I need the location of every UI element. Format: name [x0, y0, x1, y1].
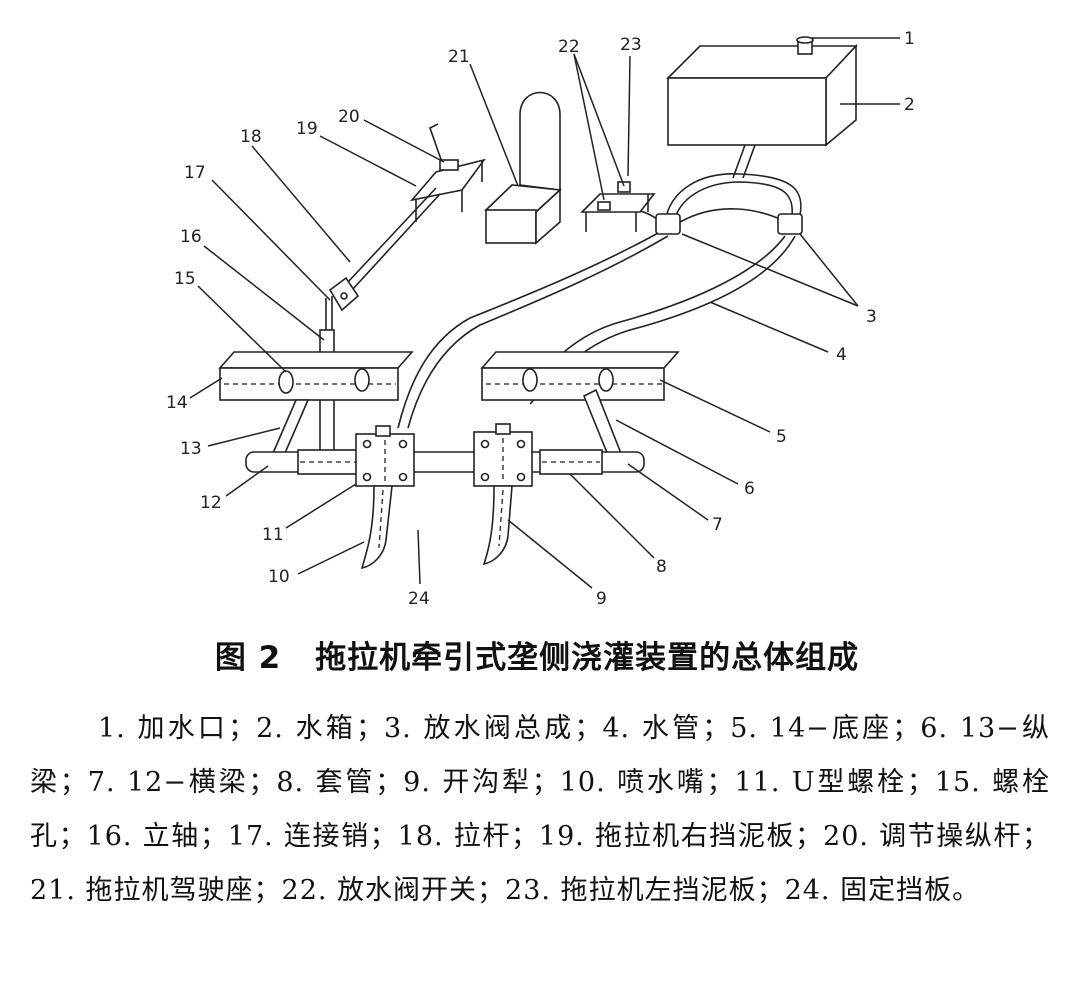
- parts-legend: 1. 加水口；2. 水箱；3. 放水阀总成；4. 水管；5. 14−底座；6. …: [30, 713, 1050, 906]
- valve-assembly: [655, 213, 803, 235]
- figure-caption: 图 2 拖拉机牵引式垄侧浇灌装置的总体组成: [0, 632, 1074, 677]
- base-right: [480, 351, 680, 401]
- label-7: 7: [712, 515, 723, 535]
- label-3: 3: [866, 307, 877, 327]
- water-inlet: [796, 36, 814, 55]
- fixing-plate: [355, 423, 533, 487]
- tractor-seat: [484, 91, 562, 245]
- part-labels: 1 2 3 4 5 6 7 8 9 10 11 12 13 14 15 16 1…: [166, 29, 915, 609]
- figure-title: 拖拉机牵引式垄侧浇灌装置的总体组成: [315, 640, 860, 676]
- label-21: 21: [448, 47, 470, 67]
- leader-lines: [189, 37, 900, 589]
- pull-rod: [347, 187, 441, 291]
- label-12: 12: [200, 493, 222, 513]
- furrow-plough: [360, 485, 513, 570]
- label-4: 4: [836, 345, 847, 365]
- label-10: 10: [268, 567, 290, 587]
- cross-beam: [245, 449, 645, 475]
- connecting-pin: [325, 276, 360, 330]
- label-19: 19: [296, 119, 318, 139]
- label-17: 17: [184, 163, 206, 183]
- label-13: 13: [180, 439, 202, 459]
- label-16: 16: [180, 227, 202, 247]
- label-2: 2: [904, 95, 915, 115]
- label-23: 23: [620, 35, 642, 55]
- label-11: 11: [262, 525, 284, 545]
- base-left: [218, 351, 414, 401]
- label-14: 14: [166, 393, 188, 413]
- adjusting-lever: [429, 123, 459, 171]
- label-5: 5: [776, 427, 787, 447]
- figure-number: 图 2: [214, 640, 282, 676]
- label-1: 1: [904, 29, 915, 49]
- label-22: 22: [558, 37, 580, 57]
- water-tank: [666, 43, 858, 147]
- label-9: 9: [596, 589, 607, 609]
- label-18: 18: [240, 127, 262, 147]
- device-diagram: 1 2 3 4 5 6 7 8 9 10 11 12 13 14 15 16 1…: [166, 29, 915, 609]
- label-20: 20: [338, 107, 360, 127]
- tank-outlet-pipe: [732, 144, 756, 179]
- label-24: 24: [408, 589, 430, 609]
- right-fender: [409, 158, 486, 222]
- label-8: 8: [656, 557, 667, 577]
- left-fender: [580, 181, 656, 232]
- label-15: 15: [174, 269, 196, 289]
- label-6: 6: [744, 479, 755, 499]
